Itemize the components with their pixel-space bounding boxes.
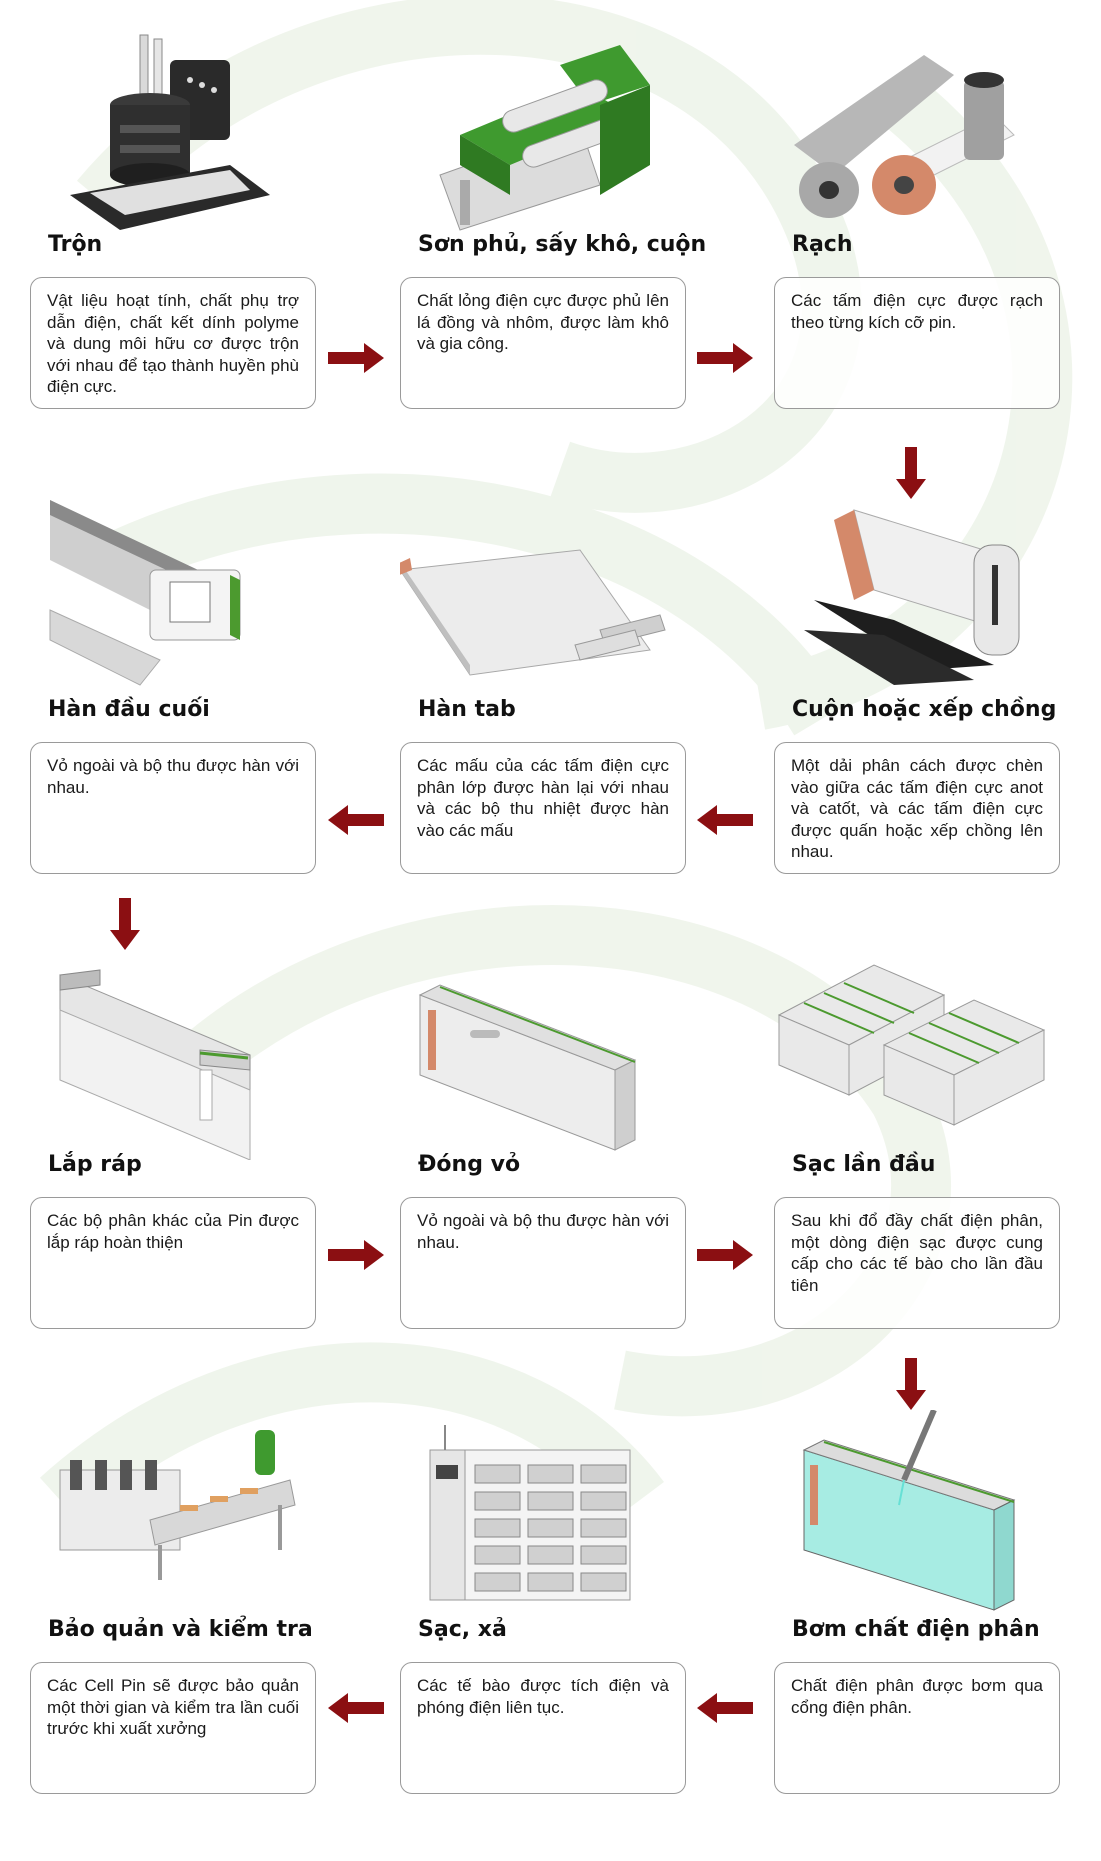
arrow-left-icon: [697, 805, 753, 835]
step-description: Các tế bào được tích điện và phóng điện …: [400, 1662, 686, 1794]
step-description: Chất lỏng điện cực được phủ lên lá đồng …: [400, 277, 686, 409]
step-title: Cuộn hoặc xếp chồng: [792, 697, 1056, 722]
charge-discharge-cabinet-illustration: [400, 1410, 686, 1625]
arrow-right-icon: [328, 1240, 384, 1270]
arrow-left-icon: [697, 1693, 753, 1723]
mixer-illustration: [30, 25, 316, 240]
electrolyte-filling-illustration: [774, 1410, 1060, 1625]
formation-cells-illustration: [774, 945, 1060, 1160]
step-title: Lắp ráp: [48, 1152, 142, 1177]
step-title: Sơn phủ, sấy khô, cuộn: [418, 232, 706, 257]
casing-illustration: [400, 945, 686, 1160]
step-description: Sau khi đổ đầy chất điện phân, một dòng …: [774, 1197, 1060, 1329]
terminal-welding-illustration: [30, 490, 316, 705]
step-description: Các mấu của các tấm điện cực phân lớp đư…: [400, 742, 686, 874]
step-description: Một dải phân cách được chèn vào giữa các…: [774, 742, 1060, 874]
step-title: Bơm chất điện phân: [792, 1617, 1040, 1642]
arrow-left-icon: [328, 1693, 384, 1723]
step-title: Sạc lần đầu: [792, 1152, 935, 1177]
step-title: Rạch: [792, 232, 853, 257]
step-title: Trộn: [48, 232, 102, 257]
arrow-right-icon: [697, 1240, 753, 1270]
storage-testing-illustration: [30, 1410, 316, 1625]
step-description: Chất điện phân được bơm qua cổng điện ph…: [774, 1662, 1060, 1794]
step-title: Bảo quản và kiểm tra: [48, 1617, 313, 1642]
step-description: Vỏ ngoài và bộ thu được hàn với nhau.: [400, 1197, 686, 1329]
assembly-illustration: [30, 945, 316, 1160]
arrow-down-icon: [110, 898, 140, 950]
arrow-left-icon: [328, 805, 384, 835]
winding-stacking-illustration: [774, 490, 1060, 705]
arrow-right-icon: [697, 343, 753, 373]
step-description: Các bộ phân khác của Pin được lắp ráp ho…: [30, 1197, 316, 1329]
step-title: Đóng vỏ: [418, 1152, 520, 1177]
step-description: Vỏ ngoài và bộ thu được hàn với nhau.: [30, 742, 316, 874]
step-description: Các tấm điện cực được rạch theo từng kíc…: [774, 277, 1060, 409]
step-description: Các Cell Pin sẽ được bảo quản một thời g…: [30, 1662, 316, 1794]
arrow-down-icon: [896, 1358, 926, 1410]
tab-welding-illustration: [400, 490, 686, 705]
slitting-rolls-illustration: [774, 25, 1060, 240]
step-title: Hàn tab: [418, 697, 516, 722]
step-title: Sạc, xả: [418, 1617, 507, 1642]
coating-machine-illustration: [400, 25, 686, 240]
arrow-right-icon: [328, 343, 384, 373]
step-title: Hàn đầu cuối: [48, 697, 210, 722]
step-description: Vật liệu hoạt tính, chất phụ trợ dẫn điệ…: [30, 277, 316, 409]
